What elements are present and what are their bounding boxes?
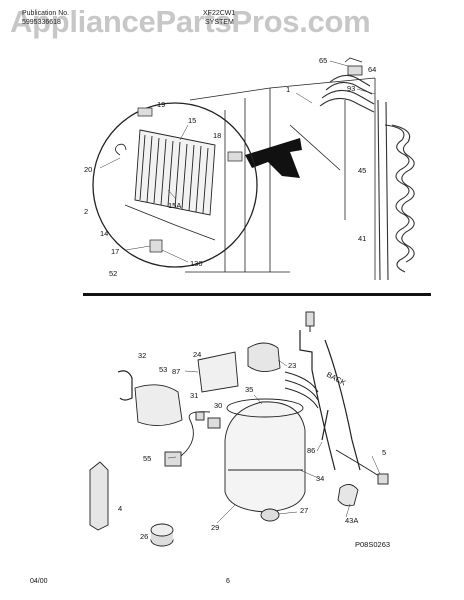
label-18: 18 bbox=[213, 131, 221, 140]
label-64: 64 bbox=[368, 65, 376, 74]
label-24: 24 bbox=[193, 350, 201, 359]
part-19-cover bbox=[137, 107, 153, 117]
label-65: 65 bbox=[319, 56, 327, 65]
leader-lines bbox=[99, 60, 381, 524]
label-93: 93 bbox=[347, 84, 355, 93]
label-5: 5 bbox=[382, 448, 386, 457]
label-2: 2 bbox=[84, 207, 88, 216]
label-34: 34 bbox=[316, 474, 324, 483]
page-number: 6 bbox=[226, 578, 230, 585]
detail-circle bbox=[92, 102, 258, 268]
label-20: 20 bbox=[84, 165, 92, 174]
cabinet-outline bbox=[185, 77, 376, 280]
part-30-clip bbox=[207, 417, 221, 429]
evaporator-coil bbox=[134, 129, 216, 216]
label-43a: 43A bbox=[345, 516, 358, 525]
watermark-text: AppliancePartsPros.com bbox=[10, 4, 371, 39]
label-31: 31 bbox=[190, 391, 198, 400]
label-130: 130 bbox=[190, 259, 203, 268]
section-title: SYSTEM bbox=[205, 19, 234, 26]
label-19: 19 bbox=[157, 100, 165, 109]
part-53-cover bbox=[134, 384, 183, 426]
label-15: 15 bbox=[188, 116, 196, 125]
label-29: 29 bbox=[211, 523, 219, 532]
part-64-relay bbox=[344, 57, 363, 76]
part-27-mount bbox=[260, 508, 280, 522]
part-32-wire bbox=[117, 370, 133, 401]
publication-label: Publication No. bbox=[22, 10, 70, 17]
publication-number: 5995336618 bbox=[22, 19, 61, 26]
label-52: 52 bbox=[109, 269, 117, 278]
figure-reference: P08S0263 bbox=[355, 540, 391, 549]
label-17: 17 bbox=[111, 247, 119, 256]
label-15a: 15A bbox=[168, 201, 181, 210]
part-43a-clamp bbox=[337, 484, 359, 507]
label-87: 87 bbox=[172, 367, 180, 376]
label-27: 27 bbox=[300, 506, 308, 515]
label-4: 4 bbox=[118, 504, 122, 513]
label-1: 1 bbox=[286, 85, 290, 94]
part-20-wire bbox=[115, 143, 127, 156]
label-35: 35 bbox=[245, 385, 253, 394]
part-31-clip bbox=[195, 411, 205, 421]
part-18-cover bbox=[227, 151, 243, 162]
condenser-coils bbox=[319, 74, 415, 281]
label-53: 53 bbox=[159, 365, 167, 374]
part-55-relay bbox=[164, 451, 182, 467]
label-14: 14 bbox=[100, 229, 108, 238]
part-capillary bbox=[305, 311, 315, 327]
part-17-bracket bbox=[149, 239, 163, 253]
label-back: BACK bbox=[325, 370, 347, 388]
label-32: 32 bbox=[138, 351, 146, 360]
part-23-drier bbox=[247, 342, 281, 372]
model-number: XF22CW1 bbox=[203, 10, 236, 17]
label-55: 55 bbox=[143, 454, 151, 463]
part-5-connector bbox=[377, 473, 389, 485]
footer-date: 04/00 bbox=[30, 578, 48, 585]
label-23: 23 bbox=[288, 361, 296, 370]
label-30: 30 bbox=[214, 401, 222, 410]
part-24-bracket bbox=[197, 351, 239, 393]
compressor-assembly bbox=[89, 311, 389, 547]
label-41: 41 bbox=[358, 234, 366, 243]
label-45: 45 bbox=[358, 166, 366, 175]
label-86: 86 bbox=[307, 446, 315, 455]
label-26: 26 bbox=[140, 532, 148, 541]
section-divider bbox=[83, 293, 431, 296]
view-arrow bbox=[245, 138, 302, 178]
wire-harness bbox=[180, 411, 211, 457]
part-4-bracket bbox=[89, 461, 109, 531]
